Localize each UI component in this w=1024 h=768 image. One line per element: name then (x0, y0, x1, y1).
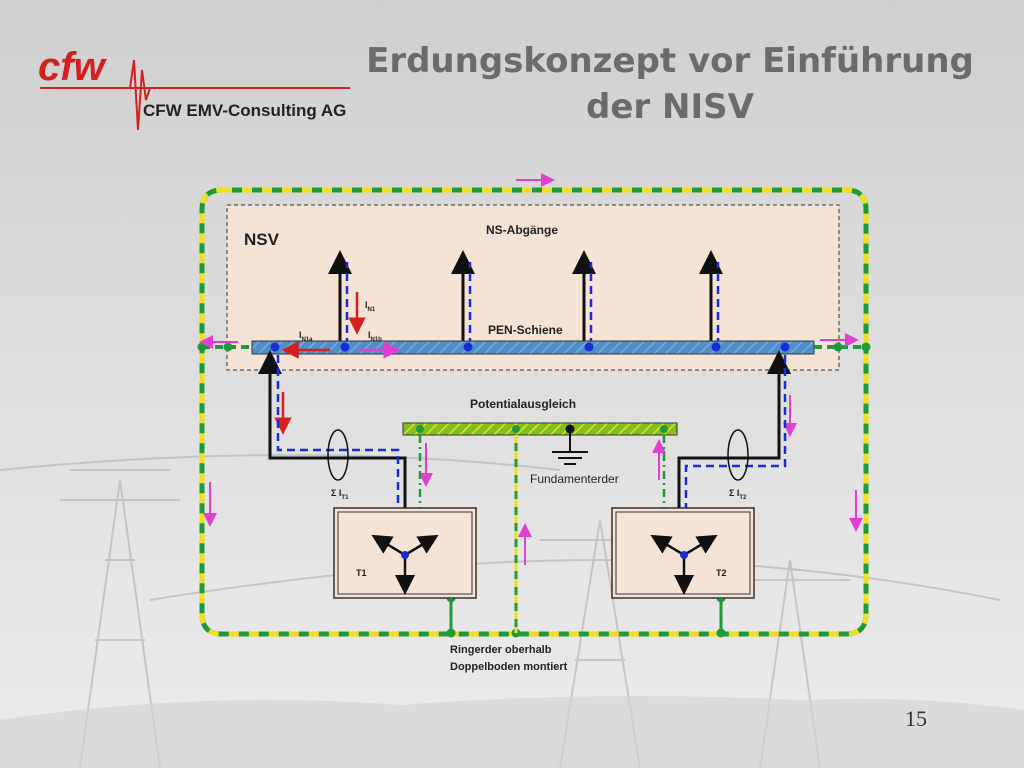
ns-feeders (328, 250, 723, 346)
t1-phase-conductor (268, 360, 407, 545)
cfw-logo: cfw (38, 45, 350, 131)
potentialausgleich-label: Potentialausgleich (470, 397, 576, 411)
potentialausgleich-bar (402, 422, 678, 436)
pen-schiene-label: PEN-Schiene (488, 323, 563, 337)
in1a-label: IN1a (299, 330, 313, 343)
t2-neutral-conductor (684, 355, 787, 545)
slide-title: Erdungskonzept vor Einführung der NISV (360, 38, 980, 130)
t1-label: T1 (356, 568, 367, 578)
t1-wye-symbol (371, 534, 439, 595)
cfw-logo-mark: cfw (38, 45, 108, 89)
nsv-label: NSV (244, 230, 280, 249)
fundamenterder-label: Fundamenterder (530, 472, 619, 486)
ring-nodes (197, 342, 871, 638)
fundamenterder-symbol (552, 429, 588, 465)
sum-it1-label: Σ IT1 (331, 488, 349, 501)
t2-wye-symbol (650, 534, 718, 595)
in1-label: IN1 (365, 300, 376, 313)
sum-it2-label: Σ IT2 (729, 488, 747, 501)
pen-connection-dots (270, 342, 790, 352)
page-number: 15 (905, 706, 927, 731)
t1-current-sensor (327, 429, 349, 481)
in1b-label: IN1b (368, 330, 382, 343)
t1-neutral-conductor (276, 355, 400, 545)
t2-phase-conductor (677, 360, 781, 545)
ringerder-loop (199, 187, 869, 637)
ringerder-label-line1: Ringerder oberhalb (450, 644, 552, 656)
ns-abgaenge-label: NS-Abgänge (486, 223, 558, 237)
pen-schiene (251, 340, 815, 355)
title-line-1: Erdungskonzept vor Einführung (366, 41, 974, 81)
company-name: CFW EMV-Consulting AG (143, 101, 347, 120)
title-line-2: der NISV (586, 87, 754, 127)
ringerder-label-line2: Doppelboden montiert (450, 661, 568, 673)
t2-label: T2 (716, 568, 727, 578)
t2-current-sensor (727, 429, 749, 481)
